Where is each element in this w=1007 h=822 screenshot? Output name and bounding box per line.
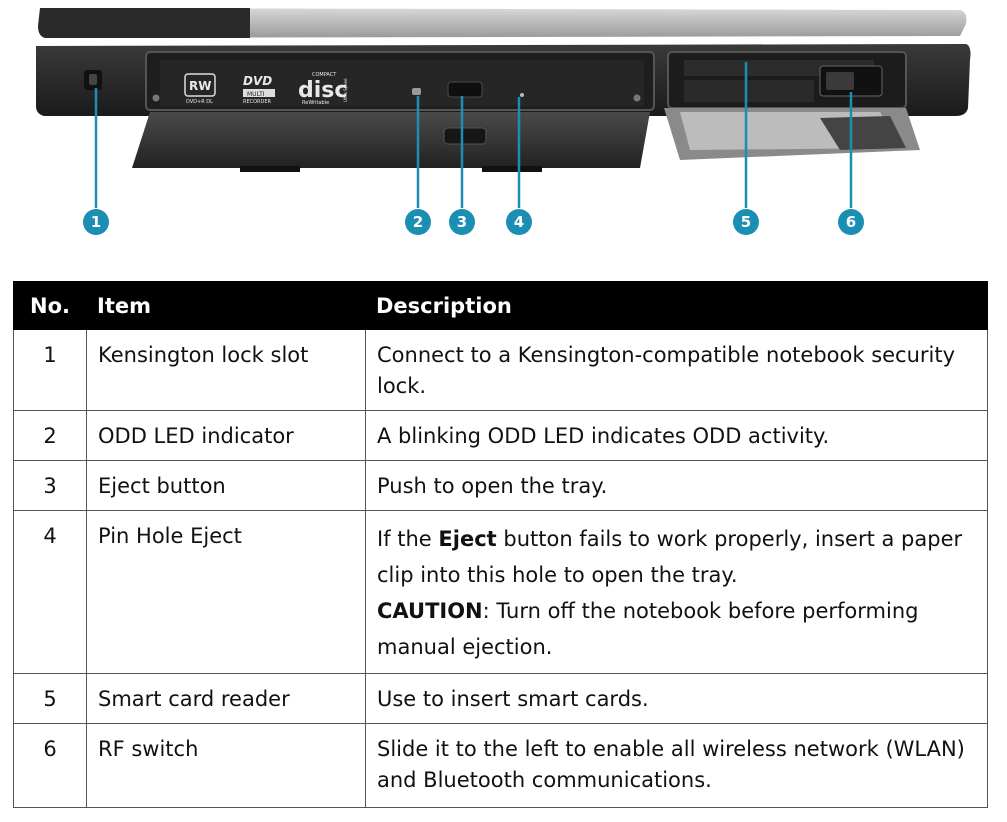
callout-5: 5 — [733, 209, 759, 235]
row-description: A blinking ODD LED indicates ODD activit… — [365, 410, 988, 461]
dvd-multi-logo: DVD MULTI RECORDER — [243, 74, 275, 105]
component-table: No. Item Description 1 Kensington lock s… — [13, 281, 988, 808]
table-row: 2 ODD LED indicator A blinking ODD LED i… — [13, 410, 988, 461]
svg-text:RECORDER: RECORDER — [243, 99, 272, 105]
svg-text:5: 5 — [741, 213, 751, 231]
svg-text:3: 3 — [457, 213, 467, 231]
svg-text:2: 2 — [413, 213, 423, 231]
pin-hole-eject[interactable] — [520, 93, 524, 97]
callout-4: 4 — [506, 209, 532, 235]
caution-text: : Turn off the notebook before performin… — [377, 599, 919, 659]
caution-label: CAUTION — [377, 599, 483, 623]
callout-6: 6 — [838, 209, 864, 235]
table-row: 6 RF switch Slide it to the left to enab… — [13, 723, 988, 808]
table-row: 1 Kensington lock slot Connect to a Kens… — [13, 329, 988, 411]
row-item: Eject button — [86, 460, 366, 511]
optical-drive: RW DVD+R DL DVD MULTI RECORDER COMPACT d… — [145, 51, 655, 111]
svg-text:1: 1 — [91, 213, 101, 231]
svg-text:4: 4 — [514, 213, 524, 231]
callout-1: 1 — [83, 209, 109, 235]
odd-led-indicator — [412, 88, 421, 95]
eject-button[interactable] — [447, 81, 483, 98]
table-row: 4 Pin Hole Eject If the Eject button fai… — [13, 510, 988, 674]
svg-text:DVD: DVD — [243, 74, 272, 88]
row-item: Smart card reader — [86, 673, 366, 724]
callout-2: 2 — [405, 209, 431, 235]
header-item: Item — [86, 281, 366, 330]
svg-text:disc: disc — [298, 78, 347, 103]
row-description: Push to open the tray. — [365, 460, 988, 511]
row-description: If the Eject button fails to work proper… — [365, 510, 988, 674]
svg-text:ReWritable: ReWritable — [302, 100, 329, 106]
row-no: 4 — [13, 510, 87, 674]
kensington-lock-slot[interactable] — [84, 70, 102, 90]
callout-3: 3 — [449, 209, 475, 235]
row-no: 1 — [13, 329, 87, 411]
rf-switch[interactable] — [819, 65, 883, 97]
header-description: Description — [365, 281, 988, 330]
drive-bay-door — [132, 112, 650, 172]
compact-disc-logo: COMPACT disc ReWritable Ultra Speed — [298, 72, 348, 106]
row-no: 5 — [13, 673, 87, 724]
svg-text:6: 6 — [846, 213, 856, 231]
svg-text:RW: RW — [189, 79, 211, 93]
row-description: Slide it to the left to enable all wirel… — [365, 723, 988, 808]
row-item: Pin Hole Eject — [86, 510, 366, 674]
table-row: 5 Smart card reader Use to insert smart … — [13, 673, 988, 724]
desc-text: button fails to work properly, insert a … — [377, 527, 963, 587]
desc-text: If the — [377, 527, 439, 551]
table-header-row: No. Item Description — [13, 281, 988, 330]
svg-text:Ultra Speed: Ultra Speed — [343, 78, 348, 102]
header-no: No. — [13, 281, 87, 330]
row-item: RF switch — [86, 723, 366, 808]
table-row: 3 Eject button Push to open the tray. — [13, 460, 988, 511]
callout-lines — [94, 62, 853, 208]
row-description: Connect to a Kensington-compatible noteb… — [365, 329, 988, 411]
svg-text:COMPACT: COMPACT — [312, 72, 337, 78]
row-item: Kensington lock slot — [86, 329, 366, 411]
svg-text:MULTI: MULTI — [247, 91, 265, 98]
row-description: Use to insert smart cards. — [365, 673, 988, 724]
row-no: 2 — [13, 410, 87, 461]
row-item: ODD LED indicator — [86, 410, 366, 461]
row-no: 6 — [13, 723, 87, 808]
eject-keyword: Eject — [438, 527, 497, 551]
row-no: 3 — [13, 460, 87, 511]
laptop-lid — [38, 8, 967, 38]
svg-text:DVD+R DL: DVD+R DL — [186, 99, 213, 105]
laptop-side-illustration: RW DVD+R DL DVD MULTI RECORDER COMPACT d… — [0, 0, 1007, 262]
rw-logo: RW DVD+R DL — [184, 73, 216, 105]
